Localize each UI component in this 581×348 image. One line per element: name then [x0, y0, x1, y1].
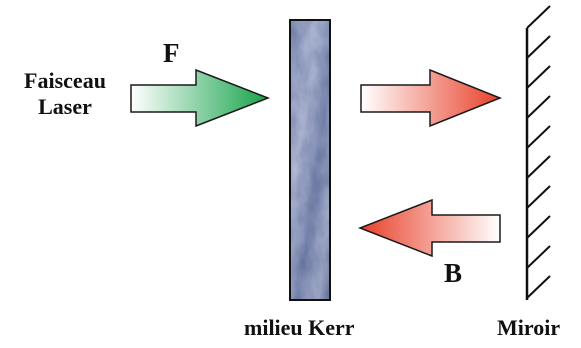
transmitted-arrow-icon [360, 68, 503, 128]
laser-beam-label: Faisceau Laser [6, 68, 124, 120]
backward-wave-label: B [444, 258, 463, 288]
mirror-label: Miroir [497, 315, 561, 340]
kerr-medium-slab-icon [289, 19, 331, 301]
laser-label-line2: Laser [38, 94, 92, 119]
hatched-mirror-icon [525, 5, 551, 300]
forward-wave-label: F [163, 38, 180, 68]
reflected-arrow-icon [357, 198, 501, 258]
kerr-medium-label: milieu Kerr [244, 315, 355, 340]
incoming-laser-arrow-icon [130, 68, 271, 128]
laser-label-line1: Faisceau [24, 68, 106, 93]
